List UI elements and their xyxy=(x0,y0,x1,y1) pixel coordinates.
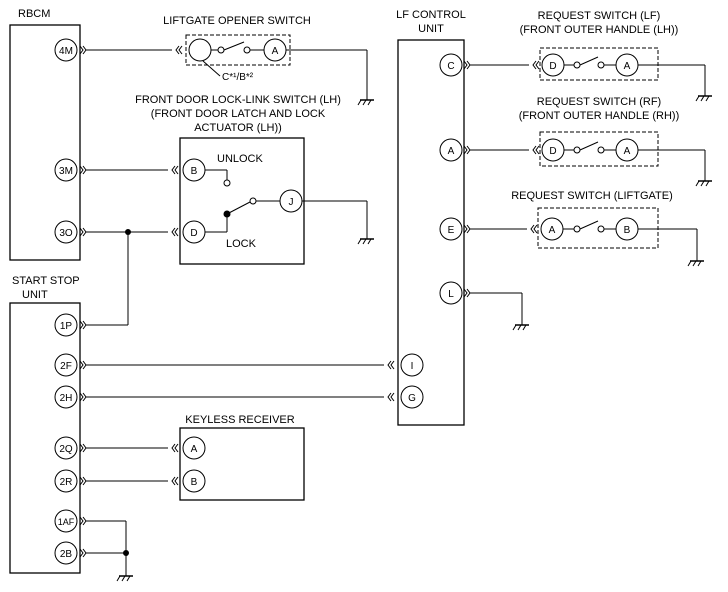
svg-text:D: D xyxy=(190,228,197,239)
start-stop-label-2: UNIT xyxy=(22,289,48,301)
request-rf-box xyxy=(539,131,659,167)
svg-text:A: A xyxy=(272,46,279,57)
liftgate-opener-note: C*¹/B*² xyxy=(222,72,254,83)
svg-text:A: A xyxy=(624,146,631,157)
svg-text:3O: 3O xyxy=(59,228,73,239)
svg-text:L: L xyxy=(448,289,454,300)
request-switch-lf: REQUEST SWITCH (LF) (FRONT OUTER HANDLE … xyxy=(470,10,713,102)
svg-text:2H: 2H xyxy=(60,393,73,404)
request-switch-rf: REQUEST SWITCH (RF) (FRONT OUTER HANDLE … xyxy=(470,96,713,187)
request-liftgate-label: REQUEST SWITCH (LIFTGATE) xyxy=(511,190,673,202)
lock-link-label-3: ACTUATOR (LH)) xyxy=(194,122,282,134)
svg-text:1AF: 1AF xyxy=(58,517,75,527)
rbcm-pin-4m: 4M xyxy=(54,38,87,62)
svg-text:2R: 2R xyxy=(60,477,73,488)
liftgate-opener-terminal-c-b xyxy=(188,38,212,62)
request-lf-label-2: (FRONT OUTER HANDLE (LH)) xyxy=(520,24,679,36)
lock-link-label-1: FRONT DOOR LOCK-LINK SWITCH (LH) xyxy=(135,94,341,106)
keyless-receiver-label: KEYLESS RECEIVER xyxy=(185,414,294,426)
lock-link-label-2: (FRONT DOOR LATCH AND LOCK xyxy=(151,108,326,120)
start-stop-pin-2q: 2Q xyxy=(54,436,87,460)
start-stop-unit: START STOP UNIT 1P 2F 2H 2Q 2R xyxy=(9,275,87,574)
request-rf-label-2: (FRONT OUTER HANDLE (RH)) xyxy=(519,110,680,122)
keyless-receiver-terminal-a xyxy=(182,436,206,460)
svg-text:2B: 2B xyxy=(60,549,73,560)
start-stop-pin-2f: 2F xyxy=(54,353,87,377)
lf-control-label-1: LF CONTROL xyxy=(396,9,466,21)
lf-control-pin-i: I xyxy=(400,353,424,377)
lf-control-pin-c: C xyxy=(439,53,471,77)
svg-text:3M: 3M xyxy=(59,166,73,177)
start-stop-pin-1af: 1AF xyxy=(54,509,87,533)
lf-control-pin-e: E xyxy=(439,217,471,241)
svg-text:2F: 2F xyxy=(60,361,72,372)
request-rf-label-1: REQUEST SWITCH (RF) xyxy=(537,96,661,108)
liftgate-opener-box xyxy=(185,34,291,66)
svg-text:1P: 1P xyxy=(60,321,73,332)
request-switch-liftgate: REQUEST SWITCH (LIFTGATE) A B xyxy=(470,190,705,267)
svg-text:D: D xyxy=(549,146,556,157)
svg-text:J: J xyxy=(289,197,294,208)
svg-text:A: A xyxy=(624,61,631,72)
rbcm-label: RBCM xyxy=(18,8,50,20)
keyless-receiver-terminal-b xyxy=(182,469,206,493)
svg-text:E: E xyxy=(448,225,455,236)
svg-text:A: A xyxy=(191,444,198,455)
svg-text:B: B xyxy=(191,477,198,488)
rbcm: RBCM 4M 3M 3O xyxy=(9,8,87,261)
lf-control-pin-a: A xyxy=(439,138,471,162)
svg-text:A: A xyxy=(448,146,455,157)
lf-control-unit: LF CONTROL UNIT C A E L I G xyxy=(396,9,471,426)
lf-control-pin-g: G xyxy=(400,385,424,409)
lf-control-label-2: UNIT xyxy=(418,23,444,35)
svg-text:G: G xyxy=(408,393,416,404)
svg-text:I: I xyxy=(411,361,414,372)
lock-link-lock-label: LOCK xyxy=(226,238,257,250)
start-stop-pin-2r: 2R xyxy=(54,469,87,493)
request-lf-box xyxy=(539,47,659,81)
rbcm-pin-3o: 3O xyxy=(54,220,87,244)
request-lf-label-1: REQUEST SWITCH (LF) xyxy=(538,10,661,22)
request-liftgate-box xyxy=(537,207,659,249)
svg-text:B: B xyxy=(624,225,631,236)
liftgate-opener-switch: LIFTGATE OPENER SWITCH A C*¹/B*² xyxy=(86,15,375,106)
lf-control-pin-l: L xyxy=(439,281,471,305)
svg-text:2Q: 2Q xyxy=(59,444,73,455)
start-stop-pin-2b: 2B xyxy=(54,541,87,565)
svg-text:D: D xyxy=(549,61,556,72)
liftgate-opener-label: LIFTGATE OPENER SWITCH xyxy=(163,15,311,27)
svg-text:4M: 4M xyxy=(59,46,73,57)
start-stop-pin-1p: 1P xyxy=(54,313,87,337)
start-stop-pin-2h: 2H xyxy=(54,385,87,409)
front-door-lock-link-switch: FRONT DOOR LOCK-LINK SWITCH (LH) (FRONT … xyxy=(86,94,375,265)
svg-text:A: A xyxy=(549,225,556,236)
svg-text:B: B xyxy=(191,166,198,177)
rbcm-pin-3m: 3M xyxy=(54,158,87,182)
start-stop-label-1: START STOP xyxy=(12,275,80,287)
svg-text:C: C xyxy=(447,61,454,72)
lock-link-unlock-label: UNLOCK xyxy=(217,153,264,165)
keyless-receiver: KEYLESS RECEIVER A B xyxy=(86,414,305,501)
